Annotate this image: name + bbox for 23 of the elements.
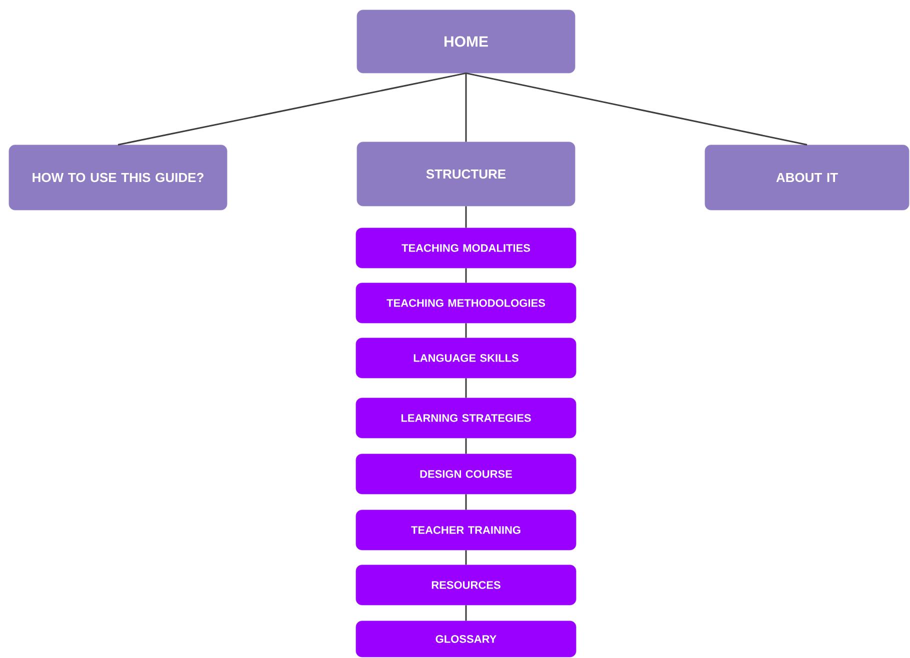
topic-box: TEACHING MODALITIES — [356, 228, 576, 268]
connector-line — [465, 438, 467, 454]
connector-line — [465, 73, 467, 142]
topic-box: DESIGN COURSE — [356, 454, 576, 494]
topic-box: LANGUAGE SKILLS — [356, 338, 576, 378]
section-box: ABOUT IT — [704, 144, 910, 210]
home-box: HOME — [356, 10, 576, 74]
connector-line — [465, 206, 467, 228]
topic-box: GLOSSARY — [356, 620, 576, 658]
connector-line — [465, 378, 467, 398]
topic-box: TEACHER TRAINING — [356, 510, 576, 550]
topic-box: TEACHING METHODOLOGIES — [356, 282, 576, 324]
connector-line — [465, 605, 467, 621]
topic-box: LEARNING STRATEGIES — [356, 398, 576, 438]
connector-line — [465, 323, 467, 338]
connector-line — [118, 72, 466, 146]
section-box: STRUCTURE — [356, 142, 576, 206]
connector-line — [465, 268, 467, 283]
section-box: HOW TO USE THIS GUIDE? — [8, 144, 228, 210]
topic-box: RESOURCES — [356, 564, 576, 606]
connector-line — [465, 550, 467, 565]
connector-line — [466, 72, 808, 146]
connector-line — [465, 494, 467, 510]
